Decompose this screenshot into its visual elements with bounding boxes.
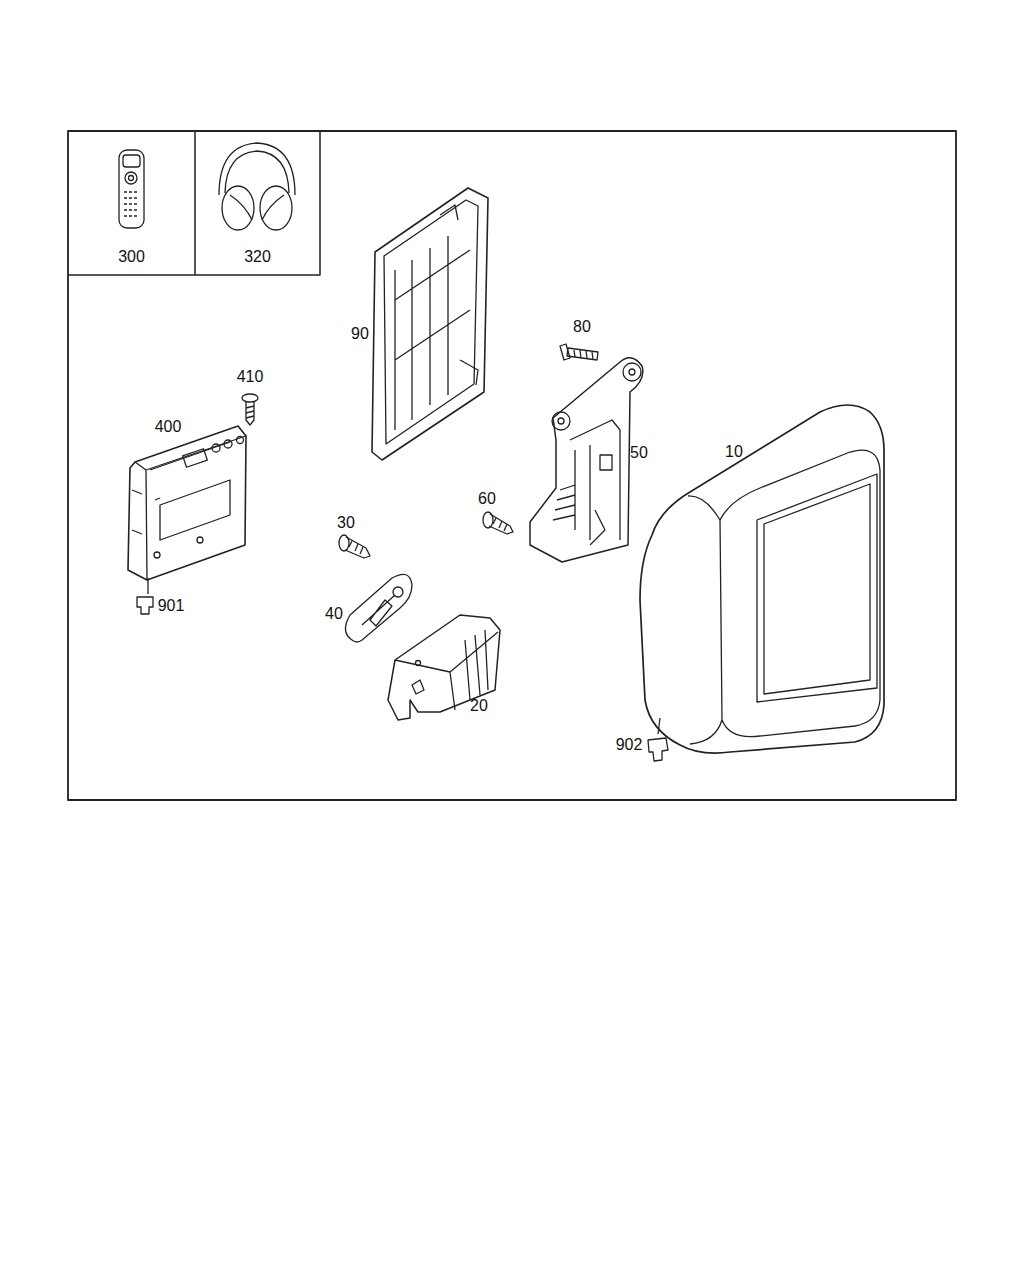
callout-number: 60 [478,491,496,507]
callout-number: 410 [237,369,264,385]
callout-number: 400 [155,419,182,435]
callout-number: 10 [725,444,743,460]
connector-symbol [648,738,668,761]
screw [242,394,258,425]
icon-cell: 300 [68,131,195,275]
frame [68,131,956,800]
callout-number: 40 [325,606,343,622]
headrest-guide [388,615,500,720]
mounting-bracket [530,358,643,562]
callout-number: 20 [470,698,488,714]
guide-plate [345,574,412,642]
callout-number: 50 [630,445,648,461]
cell-lines [68,131,320,275]
headrest-display [640,405,884,753]
callout-number: 901 [158,598,185,614]
icon-cell: 320 [195,131,320,275]
callout-number: 320 [195,249,320,265]
back-cover [372,188,488,460]
callout-number: 300 [68,249,195,265]
screw [339,535,370,558]
callout-number: 80 [573,319,591,335]
leader-line [658,718,660,734]
callout-number: 902 [616,737,643,753]
screw [560,344,598,360]
screw [483,512,513,534]
leader-line [147,578,148,594]
headphones [219,143,295,230]
connector-symbol [137,597,153,614]
remote-control [119,150,144,228]
media-unit [128,426,246,580]
callout-number: 90 [351,326,369,342]
callout-number: 30 [337,515,355,531]
